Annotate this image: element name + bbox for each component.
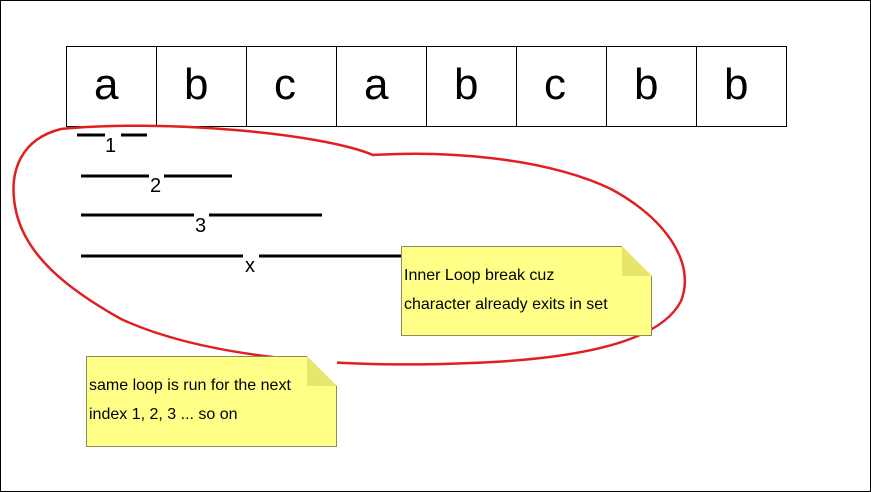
char-label-4: b — [454, 60, 479, 109]
note-same-loop-line2: index 1, 2, 3 ... so on — [89, 406, 238, 423]
char-label-6: b — [634, 60, 659, 109]
char-cell-5: c — [517, 47, 607, 126]
window-label-1: 1 — [105, 135, 116, 157]
char-cell-3: a — [337, 47, 427, 126]
char-cell-1: b — [157, 47, 247, 126]
char-label-7: b — [724, 60, 749, 109]
note-inner-loop-line1: Inner Loop break cuz — [404, 267, 555, 284]
character-array: a b c a b c b b — [66, 46, 787, 127]
window-label-3: 3 — [195, 215, 206, 237]
char-cell-7: b — [697, 47, 787, 126]
note-inner-loop-line2: character already exits in set — [404, 296, 608, 313]
window-label-x: x — [245, 255, 255, 277]
char-label-0: a — [94, 60, 119, 109]
char-cell-6: b — [607, 47, 697, 126]
note-inner-loop: Inner Loop break cuz character already e… — [401, 246, 652, 336]
char-label-5: c — [544, 60, 566, 109]
char-label-2: c — [274, 60, 296, 109]
char-cell-2: c — [247, 47, 337, 126]
window-label-2: 2 — [150, 175, 161, 197]
char-label-3: a — [364, 60, 389, 109]
char-cell-0: a — [67, 47, 157, 126]
char-label-1: b — [184, 60, 209, 109]
note-same-loop: same loop is run for the next index 1, 2… — [86, 356, 337, 447]
char-cell-4: b — [427, 47, 517, 126]
note-same-loop-line1: same loop is run for the next — [89, 377, 291, 394]
